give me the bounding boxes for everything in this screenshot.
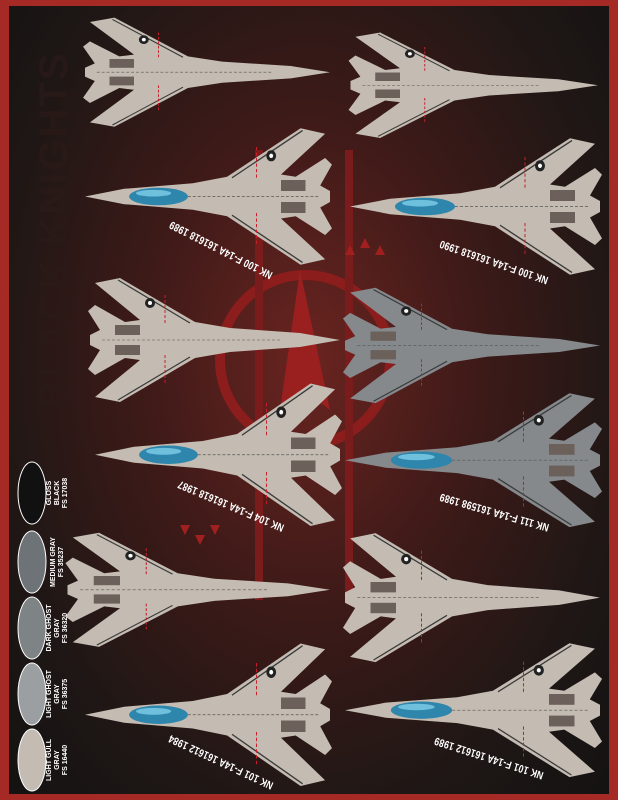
aircraft-top-view-4-gray bbox=[342, 287, 601, 404]
silhouettes-arrows bbox=[180, 238, 385, 545]
aircraft-artwork bbox=[17, 17, 603, 792]
swatch-light-gull-gray bbox=[17, 728, 47, 792]
color-swatches bbox=[17, 461, 47, 792]
swatch-dark-ghost-gray bbox=[17, 596, 47, 660]
swatch-light-ghost-gray bbox=[17, 662, 47, 726]
aircraft-top-view-6 bbox=[342, 532, 601, 663]
swatch-gloss-black bbox=[17, 461, 47, 525]
aircraft-top-view-2 bbox=[347, 31, 599, 139]
aircraft-top-view-5 bbox=[64, 532, 331, 648]
swatch-medium-gray bbox=[17, 530, 47, 594]
decal-sheet: BLACK KNIGHTS bbox=[9, 6, 609, 794]
aircraft-top-view-1 bbox=[82, 17, 331, 128]
aircraft-underside-5 bbox=[84, 642, 333, 787]
